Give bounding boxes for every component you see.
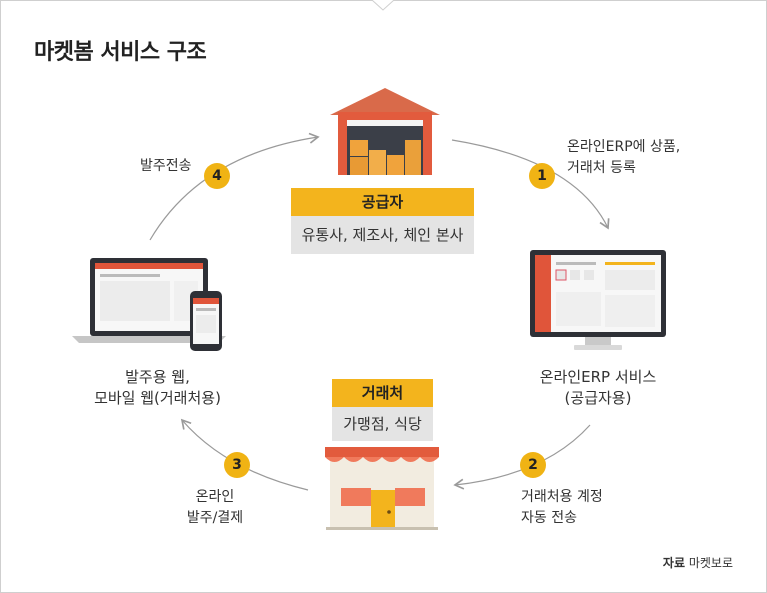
step-2-text: 거래처용 계정 자동 전송 [521, 489, 603, 526]
customer-desc: 가맹점, 식당 [332, 407, 433, 441]
erp-monitor-icon [530, 250, 666, 350]
arrow-step-2 [453, 424, 591, 490]
source-credit: 자료 마켓보로 [663, 554, 733, 571]
top-notch [371, 0, 395, 11]
customer-label: 거래처 [332, 379, 433, 407]
supplier-desc: 유통사, 제조사, 체인 본사 [291, 216, 474, 254]
erp-caption: 온라인ERP 서비스 (공급자용) [539, 368, 657, 407]
supplier-box: 공급자 유통사, 제조사, 체인 본사 [291, 188, 474, 254]
source-name: 마켓보로 [688, 556, 733, 570]
step-1-text: 온라인ERP에 상품, 거래처 등록 [567, 139, 681, 176]
step-1-badge: 1 [529, 163, 555, 189]
step-2-badge: 2 [520, 452, 546, 478]
order-caption: 발주용 웹, 모바일 웹(거래처용) [94, 368, 221, 407]
warehouse-icon [330, 88, 440, 175]
step-3-text: 온라인 발주/결제 [186, 489, 244, 526]
source-label: 자료 [662, 556, 685, 570]
customer-box: 거래처 가맹점, 식당 [332, 379, 433, 441]
store-icon [325, 447, 439, 530]
supplier-label: 공급자 [291, 188, 474, 216]
step-3-badge: 3 [224, 452, 250, 478]
step-4-badge: 4 [204, 163, 230, 189]
step-4-text: 발주전송 [140, 158, 192, 174]
laptop-phone-icon [72, 258, 226, 351]
page-title: 마켓봄 서비스 구조 [34, 40, 207, 65]
